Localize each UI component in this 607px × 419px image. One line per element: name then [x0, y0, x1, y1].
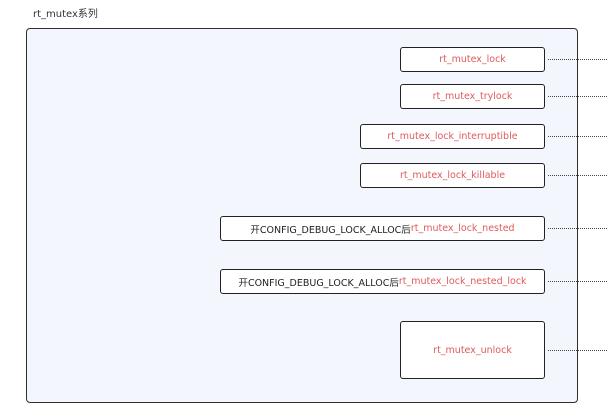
node-rt-mutex-lock-killable[interactable]: rt_mutex_lock_killable: [360, 163, 545, 188]
connector-line: [548, 228, 607, 229]
diagram-title: rt_mutex系列: [33, 9, 98, 20]
connector-line: [548, 350, 607, 351]
node-rt-mutex-lock[interactable]: rt_mutex_lock: [400, 47, 545, 72]
connector-line: [548, 59, 607, 60]
node-label: rt_mutex_lock: [439, 54, 506, 65]
node-rt-mutex-trylock[interactable]: rt_mutex_trylock: [400, 84, 545, 109]
node-label: rt_mutex_lock_killable: [399, 170, 506, 181]
node-label: rt_mutex_lock_nested_lock: [398, 276, 527, 287]
connector-line: [548, 136, 607, 137]
node-prefix: 开CONFIG_DEBUG_LOCK_ALLOC后: [250, 224, 411, 236]
node-label: rt_mutex_trylock: [432, 91, 513, 102]
node-label: rt_mutex_lock_nested: [410, 223, 515, 234]
node-rt-mutex-unlock[interactable]: rt_mutex_unlock: [400, 321, 545, 379]
node-prefix: 开CONFIG_DEBUG_LOCK_ALLOC后: [238, 277, 399, 289]
node-rt-mutex-lock-interruptible[interactable]: rt_mutex_lock_interruptible: [360, 124, 545, 149]
connector-line: [548, 96, 607, 97]
node-label: rt_mutex_unlock: [433, 344, 512, 356]
connector-line: [548, 175, 607, 176]
node-label: rt_mutex_lock_interruptible: [387, 131, 518, 142]
connector-line: [548, 281, 607, 282]
